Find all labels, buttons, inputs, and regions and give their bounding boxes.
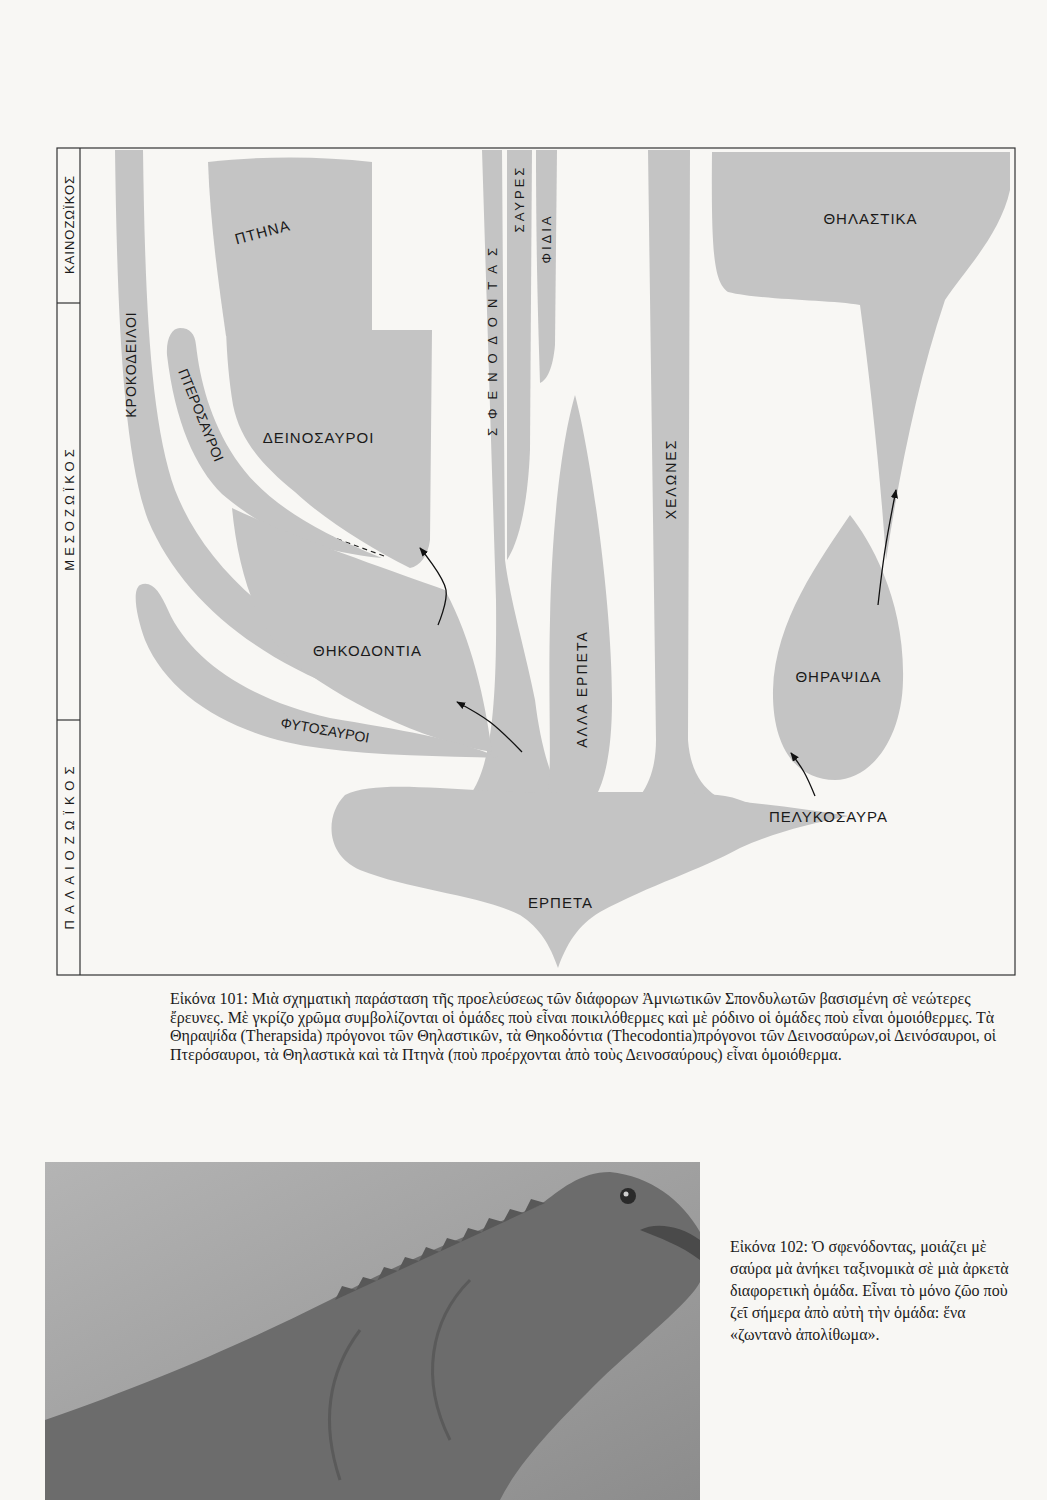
clade-fill bbox=[640, 150, 716, 796]
clade-fill bbox=[548, 395, 612, 796]
lizard-body bbox=[45, 1172, 700, 1500]
era-band: ΜΕΣΟΖΩΪΚΟΣ bbox=[57, 303, 80, 720]
clade-outline bbox=[638, 150, 718, 797]
clade-fill bbox=[507, 150, 532, 560]
lizard-jaw bbox=[640, 1226, 700, 1260]
clade-outline bbox=[206, 155, 376, 342]
clade-label: ΦΙΔΙΑ bbox=[540, 214, 553, 267]
lizard-spines bbox=[335, 1199, 545, 1300]
clade-fill bbox=[712, 152, 1010, 560]
clade-outline bbox=[771, 513, 905, 782]
clade-shape: ΦΥΤΟΣΑΥΡΟΙ bbox=[132, 578, 502, 760]
chart-frame bbox=[57, 148, 1015, 975]
arrow-connector bbox=[457, 702, 522, 752]
clade-label: ΘΗΛΑΣΤΙΚΑ bbox=[822, 211, 917, 226]
clade-shape: ΑΛΛΑ ΕΡΠΕΤΑ bbox=[546, 393, 614, 797]
clade-label: ΘΗΡΑΨΙΔΑ bbox=[794, 669, 881, 684]
clade-shape: ΧΕΛΩΝΕΣ bbox=[638, 150, 718, 797]
photo-ground bbox=[45, 1162, 700, 1500]
tuatara-photo bbox=[45, 1162, 700, 1500]
clade-label: ΑΛΛΑ ΕΡΠΕΤΑ bbox=[575, 630, 589, 749]
clade-shape: ΦΙΔΙΑ bbox=[534, 150, 559, 384]
clade-shape: ΘΗΡΑΨΙΔΑ bbox=[771, 513, 905, 782]
clade-shape: ΘΗΛΑΣΤΙΚΑ bbox=[708, 150, 1012, 562]
clade-label: ΣΦΕΝΟΔΟΝΤΑΣ bbox=[486, 239, 499, 445]
era-divider bbox=[57, 719, 80, 720]
era-band: ΠΑΛΑΙΟΖΩΪΚΟΣ bbox=[57, 720, 80, 975]
clade-fill bbox=[536, 150, 557, 383]
clade-label: ΕΡΠΕΤΑ bbox=[527, 895, 593, 910]
clade-fill bbox=[136, 584, 500, 758]
era-band: ΚΑΙΝΟΖΩΪΚΟΣ bbox=[57, 148, 80, 303]
clade-label: ΧΕΛΩΝΕΣ bbox=[664, 439, 678, 522]
clade-fill bbox=[208, 158, 372, 337]
clade-fill bbox=[331, 787, 848, 968]
era-divider bbox=[57, 302, 80, 303]
frame-border bbox=[57, 148, 1015, 975]
clade-label: ΣΑΥΡΕΣ bbox=[513, 165, 526, 236]
era-divider bbox=[79, 148, 80, 975]
eye-highlight bbox=[624, 1192, 629, 1197]
lizard-eye bbox=[620, 1188, 636, 1204]
era-label: ΠΑΛΑΙΟΖΩΪΚΟΣ bbox=[62, 761, 75, 936]
clade-label: ΚΡΟΚΟΔΕΙΛΟΙ bbox=[124, 311, 138, 418]
era-label: ΚΑΙΝΟΖΩΪΚΟΣ bbox=[62, 175, 75, 275]
arrow-connector bbox=[420, 548, 446, 625]
clade-label: ΠΕΛΥΚΟΣΑΥΡΑ bbox=[768, 809, 888, 824]
skin-folds bbox=[330, 1280, 470, 1480]
figure-caption: Εἰκόνα 101: Μιὰ σχηματικὴ παράσταση τῆς … bbox=[170, 990, 1008, 1064]
figure-caption: Εἰκόνα 102: Ὁ σφενόδοντας, μοιάζει μὲ σα… bbox=[730, 1236, 1010, 1346]
arrow-connector bbox=[878, 490, 896, 605]
arrow-connector bbox=[791, 753, 815, 796]
clade-label: ΔΕΙΝΟΣΑΥΡΟΙ bbox=[262, 430, 375, 445]
clade-fill bbox=[470, 150, 560, 795]
clade-outline bbox=[534, 150, 559, 384]
clade-fill bbox=[773, 515, 903, 780]
clade-shape: ΣΑΥΡΕΣ bbox=[505, 150, 535, 562]
clade-shape: ΠΤΗΝΑ bbox=[206, 155, 376, 342]
clade-label: ΘΗΚΟΔΟΝΤΙΑ bbox=[312, 643, 422, 658]
era-label: ΜΕΣΟΖΩΪΚΟΣ bbox=[62, 445, 75, 574]
